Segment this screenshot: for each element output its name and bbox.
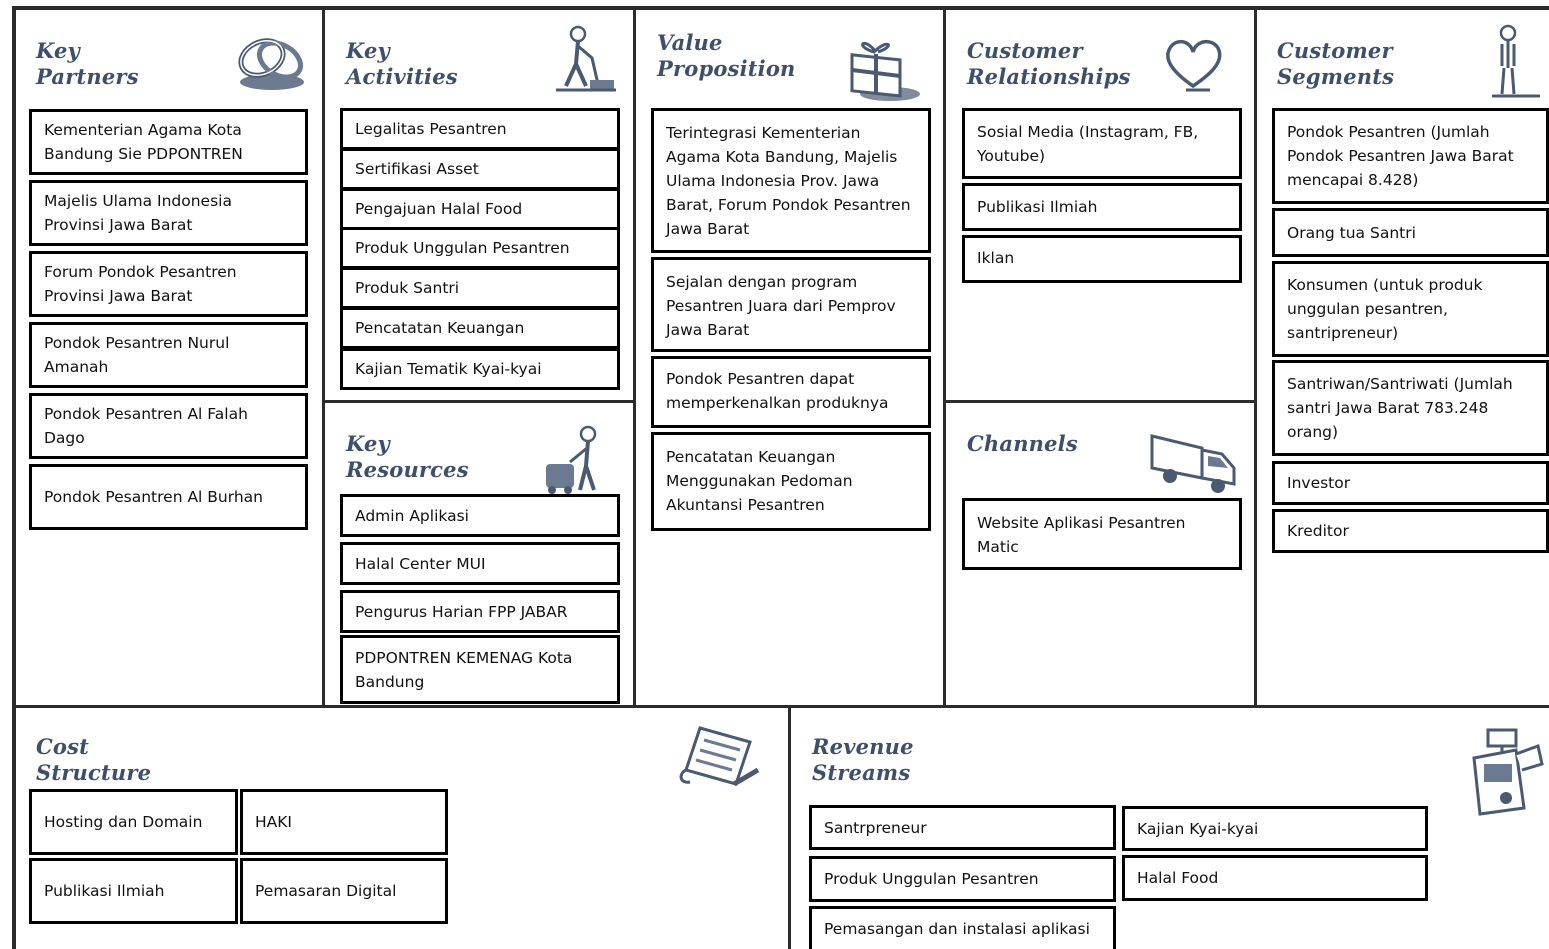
customer-relationships-title: Customer Relationships	[967, 38, 1131, 90]
key-partners-title: Key Partners	[36, 38, 139, 90]
key-activities-title: Key Activities	[346, 38, 458, 90]
activity-item: Pengajuan Halal Food	[340, 188, 620, 230]
partner-item: Pondok Pesantren Al Burhan	[29, 464, 308, 530]
channel-item: Website Aplikasi Pesantren Matic	[962, 498, 1242, 570]
title-line: Relationships	[967, 64, 1131, 89]
title-line: Customer	[1277, 38, 1393, 63]
worker-with-machine-icon	[540, 424, 616, 496]
value-item: Terintegrasi Kementerian Agama Kota Band…	[651, 108, 931, 253]
resource-item: Admin Aplikasi	[340, 494, 620, 537]
title-line: Channels	[967, 431, 1078, 456]
left-border	[12, 6, 16, 949]
divider-v2	[633, 6, 636, 707]
segment-item: Investor	[1272, 461, 1549, 505]
revenue-streams-title: Revenue Streams	[812, 734, 914, 786]
activity-item: Legalitas Pesantren	[340, 108, 620, 150]
gift-box-icon	[844, 32, 924, 104]
title-line: Streams	[812, 760, 911, 785]
resource-item: PDPONTREN KEMENAG Kota Bandung	[340, 635, 620, 704]
resource-item: Pengurus Harian FPP JABAR	[340, 590, 620, 633]
divider-horizontal-bottom	[12, 705, 1549, 708]
channels-title: Channels	[967, 431, 1078, 457]
activity-item: Produk Unggulan Pesantren	[340, 227, 620, 269]
title-line: Activities	[346, 64, 458, 89]
divider-v4	[1254, 6, 1257, 707]
title-line: Cost	[36, 734, 90, 759]
relationship-item: Sosial Media (Instagram, FB, Youtube)	[962, 108, 1242, 179]
cost-item: Hosting dan Domain	[29, 789, 238, 855]
partner-item: Majelis Ulama Indonesia Provinsi Jawa Ba…	[29, 180, 308, 246]
title-line: Proposition	[657, 56, 796, 81]
receipt-scroll-icon	[674, 722, 764, 792]
segment-item: Pondok Pesantren (Jumlah Pondok Pesantre…	[1272, 108, 1549, 204]
title-line: Key	[36, 38, 80, 63]
value-item: Sejalan dengan program Pesantren Juara d…	[651, 257, 931, 352]
partner-item: Pondok Pesantren Al Falah Dago	[29, 393, 308, 459]
relationship-item: Iklan	[962, 235, 1242, 283]
activity-item: Pencatatan Keuangan	[340, 307, 620, 349]
revenue-item: Halal Food	[1122, 855, 1428, 901]
customer-segments-title: Customer Segments	[1277, 38, 1394, 90]
person-standing-icon	[1490, 24, 1542, 100]
worker-mopping-icon	[552, 24, 620, 96]
cost-item: HAKI	[240, 789, 448, 855]
partner-item: Pondok Pesantren Nurul Amanah	[29, 322, 308, 388]
key-resources-title: Key Resources	[346, 431, 469, 483]
title-line: Customer	[967, 38, 1083, 63]
top-border	[12, 6, 1549, 10]
activity-item: Kajian Tematik Kyai-kyai	[340, 348, 620, 390]
segment-item: Orang tua Santri	[1272, 208, 1549, 257]
heart-icon	[1162, 34, 1224, 94]
value-item: Pencatatan Keuangan Menggunakan Pedoman …	[651, 432, 931, 531]
delivery-truck-icon	[1146, 428, 1238, 498]
resource-item: Halal Center MUI	[340, 542, 620, 585]
divider-v3	[943, 6, 946, 707]
title-line: Structure	[36, 760, 152, 785]
value-proposition-title: Value Proposition	[657, 30, 796, 82]
segment-item: Konsumen (untuk produk unggulan pesantre…	[1272, 261, 1549, 357]
segment-item: Santriwan/Santriwati (Jumlah santri Jawa…	[1272, 360, 1549, 456]
title-line: Key	[346, 431, 390, 456]
title-line: Revenue	[812, 734, 914, 759]
partner-item: Forum Pondok Pesantren Provinsi Jawa Bar…	[29, 251, 308, 317]
divider-activities-resources	[323, 400, 635, 403]
cost-structure-title: Cost Structure	[36, 734, 151, 786]
chain-links-icon	[232, 28, 310, 94]
revenue-item: Kajian Kyai-kyai	[1122, 806, 1428, 851]
title-line: Key	[346, 38, 390, 63]
activity-item: Sertifikasi Asset	[340, 148, 620, 190]
title-line: Partners	[36, 64, 139, 89]
partner-item: Kementerian Agama Kota Bandung Sie PDPON…	[29, 109, 308, 175]
cash-register-icon	[1466, 724, 1544, 820]
divider-cost-revenue	[788, 706, 791, 949]
revenue-item: Santrpreneur	[809, 805, 1116, 850]
title-line: Segments	[1277, 64, 1395, 89]
divider-relationships-channels	[944, 400, 1256, 403]
divider-v1	[322, 6, 325, 707]
value-item: Pondok Pesantren dapat memperkenalkan pr…	[651, 356, 931, 428]
segment-item: Kreditor	[1272, 509, 1549, 553]
activity-item: Produk Santri	[340, 267, 620, 309]
title-line: Value	[657, 30, 723, 55]
cost-item: Pemasaran Digital	[240, 858, 448, 924]
revenue-item: Produk Unggulan Pesantren	[809, 856, 1116, 902]
revenue-item: Pemasangan dan instalasi aplikasi	[809, 906, 1116, 949]
title-line: Resources	[346, 457, 469, 482]
relationship-item: Publikasi Ilmiah	[962, 183, 1242, 231]
cost-item: Publikasi Ilmiah	[29, 858, 238, 924]
